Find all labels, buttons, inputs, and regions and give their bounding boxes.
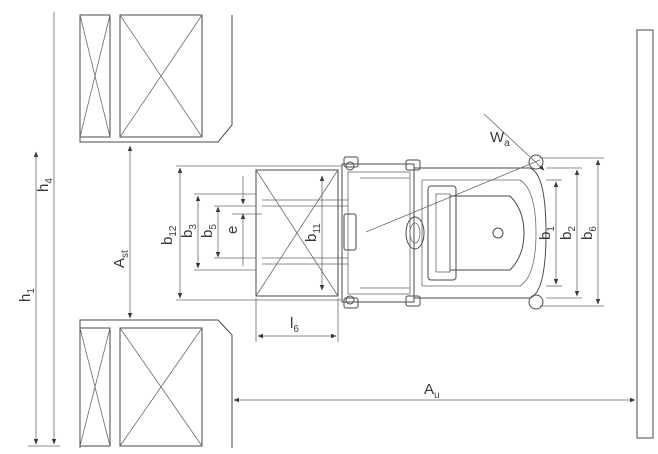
label-h4: h4 xyxy=(35,178,55,192)
label-b2: b2 xyxy=(558,226,578,240)
forklift-truck xyxy=(341,154,547,310)
label-wa: Wa xyxy=(490,129,510,149)
label-b5: b5 xyxy=(199,224,219,238)
dim-line-wa xyxy=(483,113,545,171)
label-b12: b12 xyxy=(159,225,179,245)
dimension-arrows xyxy=(33,12,636,445)
load-pallet xyxy=(255,169,339,297)
label-e: e xyxy=(224,226,241,234)
upper-rack xyxy=(79,14,233,143)
aisle-wall xyxy=(636,29,654,439)
label-h1: h1 xyxy=(17,288,37,302)
extension-lines xyxy=(28,157,604,447)
dimension-labels: Wa b12 b3 b5 e b11 b1 b2 b6 Ast h1 h4 l6… xyxy=(17,129,599,401)
label-b6: b6 xyxy=(579,226,599,240)
lower-rack xyxy=(79,319,233,448)
label-l6: l6 xyxy=(290,315,299,335)
label-au: Au xyxy=(424,381,440,401)
label-b1: b1 xyxy=(537,226,557,240)
forks xyxy=(262,199,348,265)
label-b11: b11 xyxy=(303,223,323,242)
label-b3: b3 xyxy=(179,224,199,238)
label-ast: Ast xyxy=(111,250,131,268)
